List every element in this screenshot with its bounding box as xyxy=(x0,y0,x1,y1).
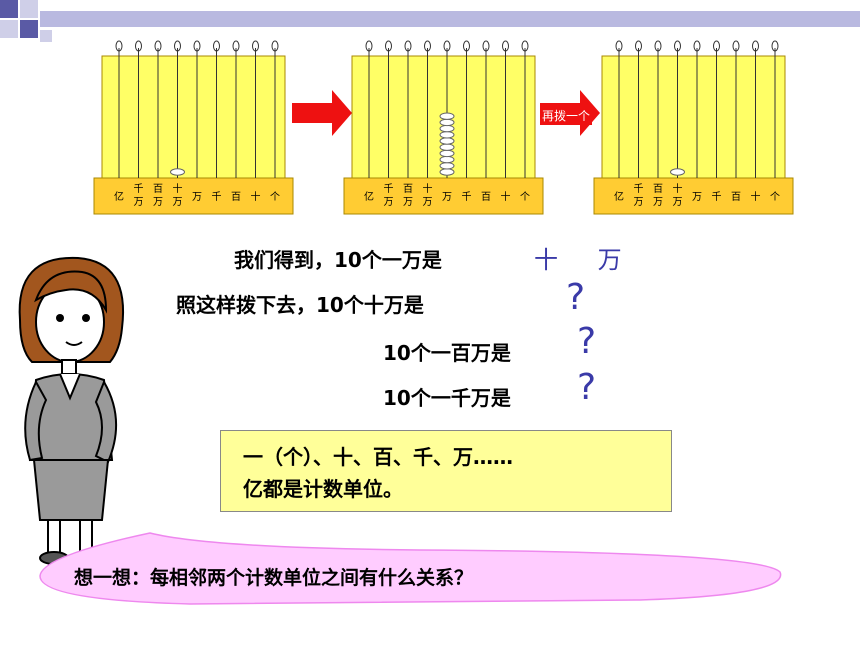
place-label: 个 xyxy=(770,191,780,203)
arrow-right-icon xyxy=(292,90,352,136)
question-mark: ? xyxy=(566,277,586,318)
abacus-bead xyxy=(439,112,455,120)
deco-square xyxy=(0,20,18,38)
rod-cap xyxy=(463,40,470,52)
text-line-2: 照这样拨下去，10个十万是 xyxy=(176,293,424,317)
place-label: 个 xyxy=(520,191,530,203)
place-label: 亿 xyxy=(614,190,624,203)
abacus-group: 亿千万百万十万万千百十个亿千万百万十万万千百十个亿千万百万十万万千百十个 xyxy=(93,40,794,215)
abacus-frame xyxy=(601,55,786,179)
rod-cap xyxy=(115,40,123,52)
place-label: 个 xyxy=(270,191,280,203)
rod-cap xyxy=(771,40,779,52)
rod-cap xyxy=(674,40,681,52)
question-mark: ? xyxy=(577,367,597,408)
rod-cap xyxy=(443,40,451,52)
place-label: 百 xyxy=(403,183,413,195)
summary-box: 一（个）、十、百、千、万…… 亿都是计数单位。 xyxy=(220,430,672,512)
rod-cap xyxy=(424,40,431,52)
place-label: 亿 xyxy=(364,190,374,203)
place-label: 十 xyxy=(423,182,433,195)
answer-text: 十 万 xyxy=(534,246,638,274)
place-label: 万 xyxy=(692,192,702,203)
header-bar xyxy=(40,11,860,27)
text-line-1: 我们得到，10个一万是 xyxy=(234,248,442,272)
rod-cap xyxy=(385,40,392,52)
place-label: 千 xyxy=(134,183,144,195)
place-label: 百 xyxy=(731,191,741,203)
rod-cap xyxy=(213,40,220,52)
place-label: 万 xyxy=(403,197,413,208)
place-label: 亿 xyxy=(114,190,124,203)
question-mark: ? xyxy=(577,321,597,362)
summary-line-2: 亿都是计数单位。 xyxy=(243,477,403,501)
prompt-text: 想一想：每相邻两个计数单位之间有什么关系？ xyxy=(74,567,474,589)
summary-line-1: 一（个）、十、百、千、万…… xyxy=(243,445,513,469)
deco-square xyxy=(0,0,18,18)
place-label: 百 xyxy=(481,191,491,203)
place-label: 万 xyxy=(653,197,663,208)
place-label: 十 xyxy=(673,182,683,195)
place-label: 十 xyxy=(173,182,183,195)
rod-cap xyxy=(502,40,509,52)
rod-cap xyxy=(482,40,490,52)
rod-cap xyxy=(615,40,623,52)
text-line-4: 10个一千万是 xyxy=(383,386,511,410)
rod-cap xyxy=(252,40,259,52)
text-line-3: 10个一百万是 xyxy=(383,341,511,365)
place-label: 百 xyxy=(653,183,663,195)
place-label: 万 xyxy=(192,192,202,203)
place-label: 千 xyxy=(634,183,644,195)
rod-cap xyxy=(174,40,181,52)
abacus-base xyxy=(93,177,294,215)
rod-cap xyxy=(154,40,162,52)
place-label: 百 xyxy=(231,191,241,203)
rod-cap xyxy=(654,40,662,52)
rod-cap xyxy=(635,40,642,52)
place-label: 十 xyxy=(501,190,511,203)
place-label: 万 xyxy=(673,197,683,208)
abacus-base xyxy=(593,177,794,215)
rod-cap xyxy=(404,40,412,52)
abacus-base xyxy=(343,177,544,215)
place-label: 万 xyxy=(153,197,163,208)
place-label: 千 xyxy=(384,183,394,195)
deco-square xyxy=(20,20,38,38)
place-label: 万 xyxy=(634,197,644,208)
place-label: 万 xyxy=(173,197,183,208)
place-label: 万 xyxy=(442,192,452,203)
rod-cap xyxy=(193,40,201,52)
place-label: 万 xyxy=(384,197,394,208)
place-label: 千 xyxy=(712,191,722,203)
rod-cap xyxy=(271,40,279,52)
rod-cap xyxy=(232,40,240,52)
place-label: 百 xyxy=(153,183,163,195)
place-label: 千 xyxy=(462,191,472,203)
header-decoration xyxy=(0,0,860,42)
abacus-bead xyxy=(670,168,685,176)
abacus-bead xyxy=(170,168,185,176)
place-label: 千 xyxy=(212,191,222,203)
rod-cap xyxy=(365,40,373,52)
rod-cap xyxy=(693,40,701,52)
teacher-figure xyxy=(18,256,124,565)
abacus-frame xyxy=(101,55,286,179)
place-label: 万 xyxy=(134,197,144,208)
deco-square xyxy=(20,0,38,18)
arrow-label: 再拨一个 xyxy=(540,106,593,125)
rod-cap xyxy=(752,40,759,52)
rod-cap xyxy=(135,40,142,52)
place-label: 十 xyxy=(751,190,761,203)
rod-cap xyxy=(713,40,720,52)
place-label: 万 xyxy=(423,197,433,208)
deco-square xyxy=(40,30,52,42)
rod-cap xyxy=(521,40,529,52)
place-label: 十 xyxy=(251,190,261,203)
rod-cap xyxy=(732,40,740,52)
